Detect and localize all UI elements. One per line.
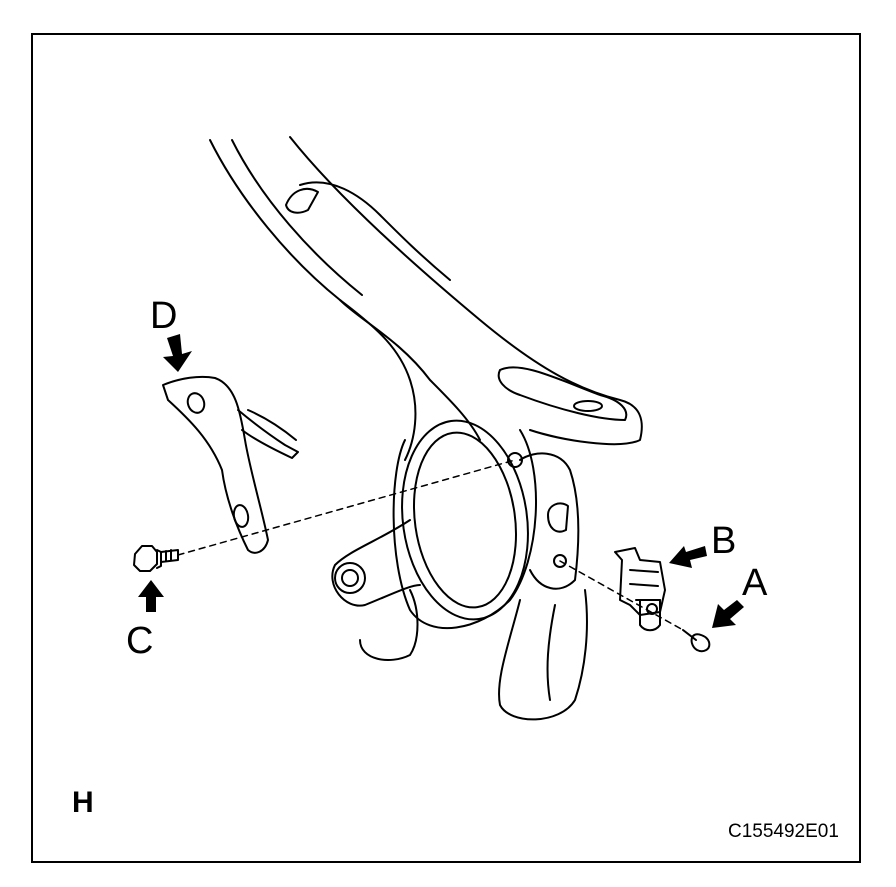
- knuckle-lower-hole-outer: [334, 562, 366, 594]
- sensor-b-detail: [629, 569, 661, 601]
- knuckle-arm-top-edge: [289, 136, 643, 446]
- knuckle-lower-leg: [498, 589, 588, 721]
- knuckle-right-boss: [519, 452, 580, 590]
- hub-bore-inner: [412, 431, 518, 609]
- knuckle-lower-leg-inner: [546, 604, 556, 701]
- arrow-c-icon: [138, 580, 164, 612]
- bracket-d-outline: [162, 375, 269, 554]
- bolt-c-shank: [160, 549, 179, 563]
- knuckle-arm-slot: [285, 187, 319, 214]
- label-b: B: [711, 520, 737, 562]
- boss-sensor-hole: [553, 554, 567, 568]
- hub-outer-body: [392, 429, 538, 630]
- hub-bore-outer: [401, 419, 529, 621]
- bolt-a-shank: [682, 629, 697, 641]
- knuckle-arm-lower-edge: [339, 299, 481, 441]
- knuckle-top-hole: [573, 400, 603, 412]
- boss-slot-upper: [547, 502, 569, 533]
- bolt-c-flange: [156, 549, 162, 569]
- bolt-a: [682, 629, 711, 653]
- bracket-d-clip: [237, 409, 299, 459]
- bolt-c: [133, 545, 179, 572]
- arrow-b-icon: [669, 546, 707, 568]
- sensor-b-tab: [639, 599, 661, 632]
- figure-code: C155492E01: [728, 821, 839, 842]
- label-d: D: [150, 295, 178, 337]
- boss-bracket-hole: [507, 452, 523, 468]
- knuckle-arm-inner-line: [231, 139, 363, 296]
- knuckle-arm-rib: [299, 181, 451, 281]
- steering-knuckle: [209, 136, 643, 721]
- arrow-a-icon: [712, 600, 744, 628]
- view-label: H: [72, 786, 94, 819]
- bolt-c-head: [133, 545, 158, 572]
- knuckle-left-lower-arm: [331, 519, 421, 661]
- label-a: A: [742, 562, 768, 604]
- knuckle-top-pad: [497, 366, 628, 421]
- arrow-d-icon: [163, 334, 192, 372]
- knuckle-lower-hole-inner: [341, 569, 359, 587]
- bolt-a-head: [690, 633, 711, 653]
- speed-sensor-b: [614, 547, 666, 632]
- bracket-d-hole-upper: [186, 392, 206, 414]
- diagram-frame: [31, 33, 861, 863]
- label-c: C: [126, 620, 154, 662]
- bracket-d: [162, 375, 299, 554]
- bracket-d-hole-lower: [232, 504, 250, 528]
- alignment-line-a-to-boss: [559, 560, 684, 631]
- alignment-line-c-to-hub: [177, 459, 516, 556]
